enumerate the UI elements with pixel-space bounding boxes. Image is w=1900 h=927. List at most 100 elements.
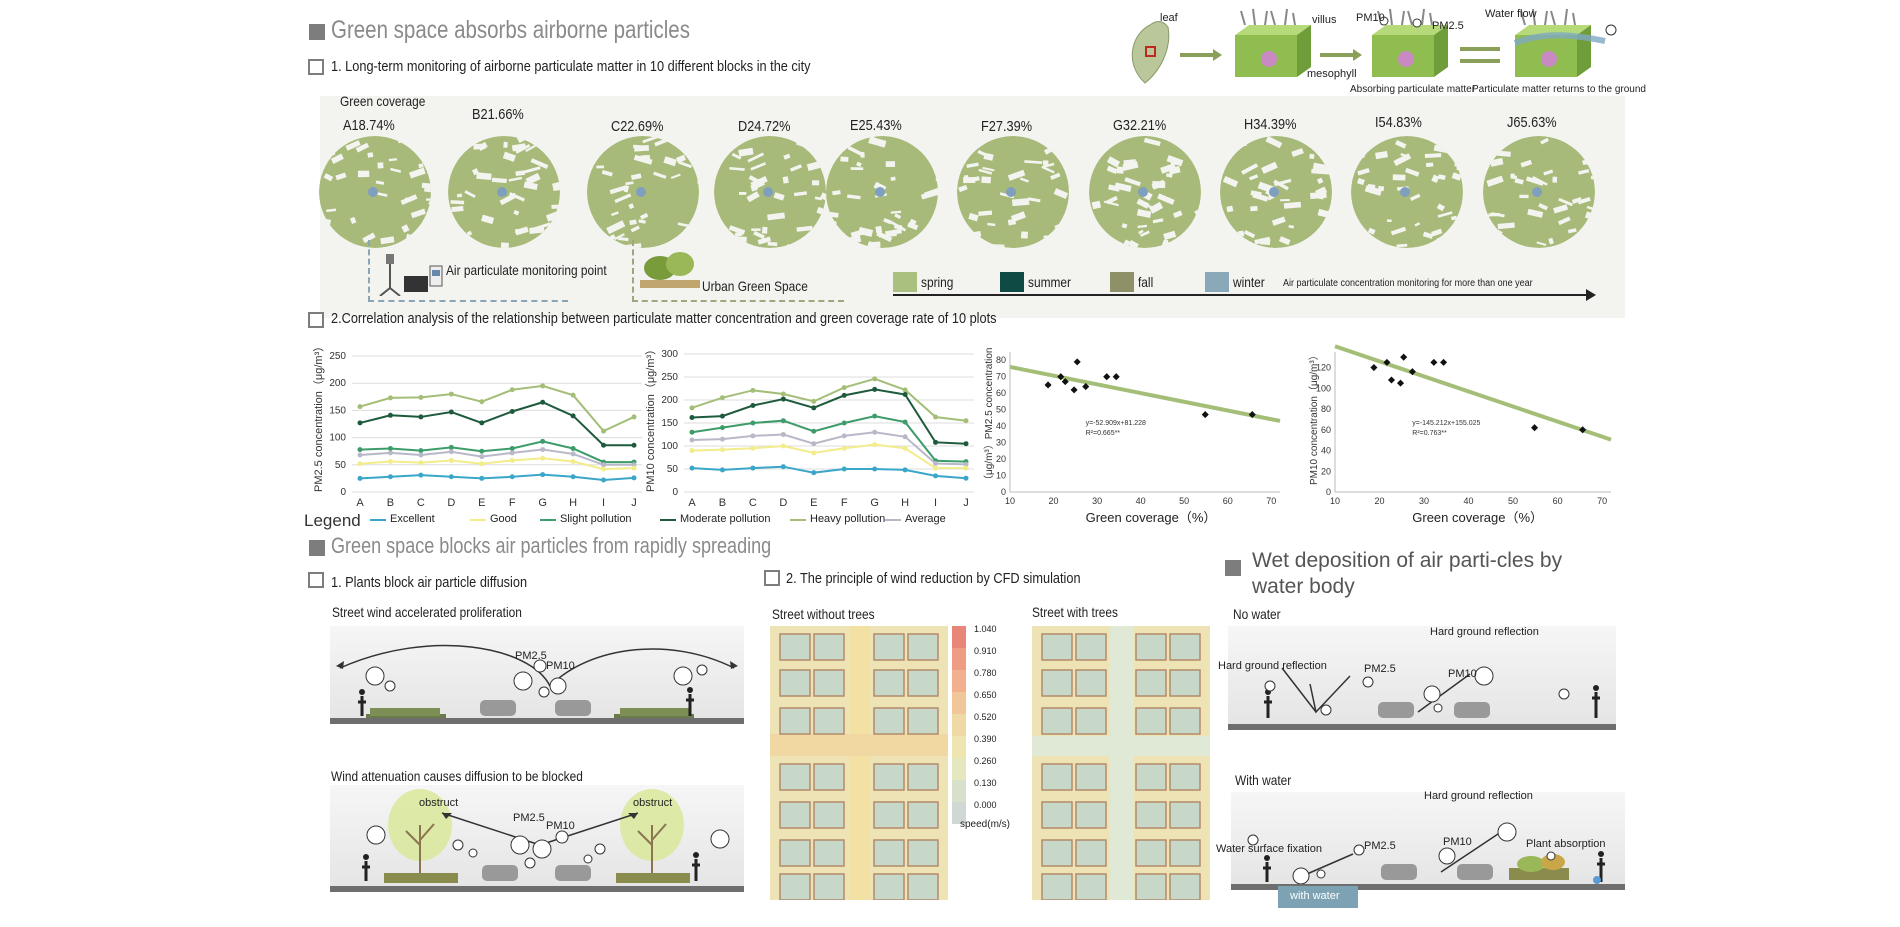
x-axis-label: Green coverage（%） <box>1086 510 1217 525</box>
data-point <box>933 414 939 420</box>
data-point <box>689 437 695 443</box>
cfd-building <box>1075 633 1107 661</box>
legend-line <box>370 519 386 521</box>
data-point <box>448 474 454 480</box>
checkbox-icon <box>308 572 324 588</box>
data-point <box>418 414 424 420</box>
cfd-avenue <box>1110 626 1134 900</box>
block-label: D24.72% <box>738 118 791 135</box>
data-point <box>601 466 607 472</box>
y-tick-label: 50 <box>335 460 347 471</box>
block-map <box>319 136 431 248</box>
data-point <box>933 473 939 479</box>
y-tick-label: 60 <box>1321 425 1331 435</box>
data-point <box>780 432 786 437</box>
y-tick-label: 50 <box>667 464 679 475</box>
data-point <box>841 392 847 398</box>
season-swatch <box>1000 272 1024 292</box>
x-tick-label: 40 <box>1136 496 1146 506</box>
cfd-building <box>873 839 905 867</box>
scale-value: 0.130 <box>974 778 997 788</box>
data-point <box>719 467 725 473</box>
data-point <box>750 465 756 471</box>
data-point <box>841 420 847 426</box>
data-point <box>448 444 454 450</box>
x-tick-label: H <box>901 497 909 509</box>
section3-sub2: 2. The principle of wind reduction by CF… <box>786 570 1081 587</box>
fit-equation: y=-145.212x+155.025 <box>1412 420 1480 427</box>
scale-value: 0.910 <box>974 646 997 656</box>
block-map <box>714 136 826 248</box>
cfd-building <box>779 801 811 829</box>
block-label: I54.83% <box>1375 114 1422 131</box>
data-point <box>750 420 756 426</box>
series-line <box>691 388 967 445</box>
data-point <box>872 413 878 419</box>
y-tick-label: 250 <box>661 372 678 383</box>
data-point <box>1073 358 1081 366</box>
data-point <box>570 451 576 457</box>
block-label: F27.39% <box>981 118 1033 135</box>
cfd-building <box>907 763 939 791</box>
scene2-title: Wind attenuation causes diffusion to be … <box>331 768 583 784</box>
block-label: C22.69% <box>611 118 664 135</box>
cfd-avenue <box>850 626 870 900</box>
x-tick-label: A <box>356 497 364 509</box>
tree-icon <box>640 250 700 290</box>
cfd-right-title: Street with trees <box>1032 604 1118 620</box>
road <box>1231 884 1625 890</box>
cfd-building <box>907 633 939 661</box>
y-tick-label: 0 <box>1001 487 1006 497</box>
data-point <box>509 445 515 451</box>
x-tick-label: F <box>841 497 848 509</box>
data-point <box>509 457 515 463</box>
y-tick-label: 100 <box>661 441 678 452</box>
y-axis-label: PM10 concentration（μg/m³） <box>1308 350 1320 485</box>
data-point <box>872 466 878 472</box>
data-point <box>811 405 817 411</box>
legend-item: Heavy pollution <box>810 513 886 525</box>
x-tick-label: G <box>538 497 547 509</box>
block-label: G32.21% <box>1113 117 1167 134</box>
data-point <box>963 475 969 481</box>
section4-title: Wet deposition of air parti-cles by wate… <box>1252 549 1563 598</box>
cfd-building <box>779 707 811 735</box>
data-point <box>719 425 725 431</box>
section3-title: Green space blocks air particles from ra… <box>331 533 772 558</box>
data-point <box>357 447 363 453</box>
urban-bracket <box>632 240 844 302</box>
cfd-building <box>1135 839 1167 867</box>
x-tick-label: I <box>934 497 937 509</box>
data-point <box>719 436 725 442</box>
data-point <box>357 461 363 467</box>
x-tick-label: F <box>509 497 516 509</box>
y-tick-label: 70 <box>996 372 1006 382</box>
season-label: winter <box>1233 274 1265 290</box>
street-scene-with-plants <box>330 785 744 892</box>
section3-sub1: 1. Plants block air particle diffusion <box>331 574 528 591</box>
x-tick-label: 70 <box>1597 496 1607 506</box>
data-point <box>933 439 939 445</box>
y-tick-label: 0 <box>1326 487 1331 497</box>
legend-line <box>470 519 486 521</box>
series-line <box>691 377 967 422</box>
y-tick-label: 80 <box>996 355 1006 365</box>
cfd-building <box>907 801 939 829</box>
series-line <box>359 473 635 482</box>
y-tick-label: 200 <box>661 395 678 406</box>
pm10-scene2: PM10 <box>546 820 575 832</box>
data-point <box>1396 379 1405 387</box>
y-axis-label: PM2.5 concentration（μg/m³） <box>312 341 325 492</box>
data-point <box>387 450 393 456</box>
block-map <box>826 136 938 248</box>
cfd-building <box>813 669 845 697</box>
scale-value: 0.260 <box>974 756 997 766</box>
green-coverage-label: Green coverage <box>340 93 426 109</box>
data-point <box>963 461 969 467</box>
block-map <box>1089 136 1201 248</box>
cfd-building <box>1169 707 1201 735</box>
data-point <box>540 472 546 478</box>
data-point <box>1440 358 1448 366</box>
